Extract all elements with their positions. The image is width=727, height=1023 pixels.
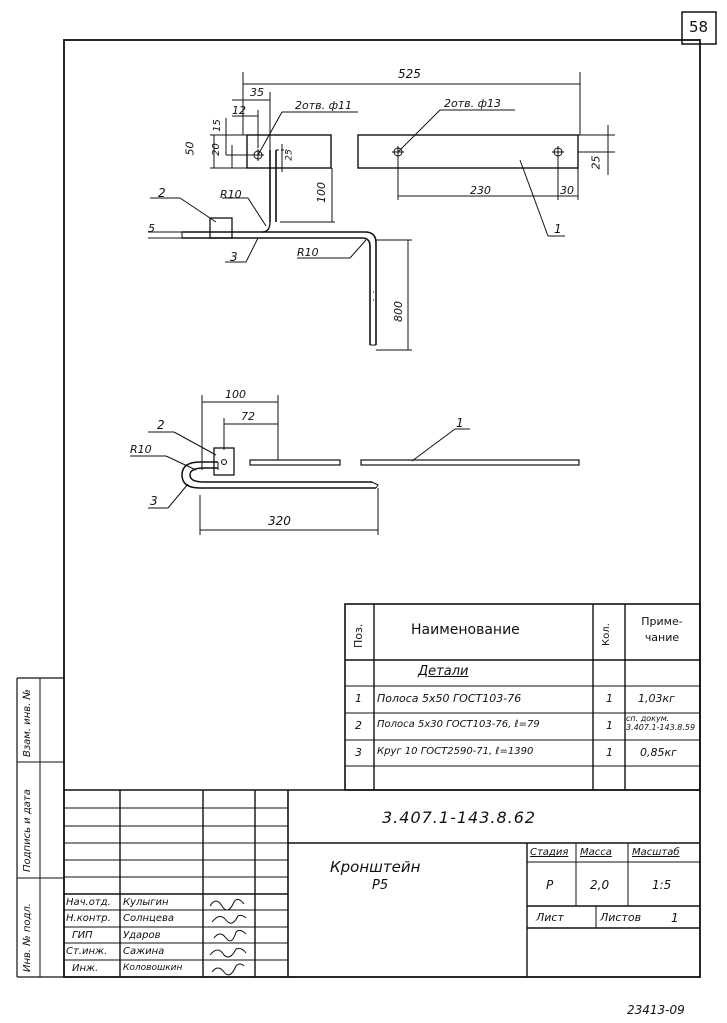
role-4: Ст.инж. (66, 946, 108, 957)
dim-overall-length: 525 (398, 67, 421, 81)
mass-value: 2,0 (590, 878, 610, 892)
stage-label: Стадия (530, 847, 569, 858)
name-4: Сажина (123, 946, 165, 957)
drawing-title-code: Р5 (372, 878, 389, 893)
role-2: Н.контр. (66, 913, 111, 924)
sheets-value: 1 (671, 911, 679, 925)
spec-row-3-qty: 1 (606, 746, 613, 759)
stage-value: Р (546, 878, 554, 892)
mass-label: Масса (580, 847, 612, 858)
spec-row-2-name: Полоса 5х30 ГОСТ103-76, ℓ=79 (377, 719, 540, 730)
radius-label-bend: R10 (297, 246, 319, 259)
hole-label-11: 2отв. ф11 (295, 99, 353, 112)
spec-row-1-qty: 1 (606, 692, 613, 705)
spec-row-1-name: Полоса 5х50 ГОСТ103-76 (377, 692, 522, 705)
title-block-lines (64, 789, 700, 977)
position-label-1-plan: 1 (456, 416, 464, 430)
spec-row-2-note: сп. докум. 3.407.1-143.8.59 (626, 714, 696, 732)
spec-row-2-pos: 2 (355, 719, 362, 732)
role-1: Нач.отд. (66, 897, 111, 908)
side-label-inv-orig: Инв. № подл. (22, 903, 33, 972)
position-label-3: 3 (230, 250, 238, 264)
dim-35: 35 (250, 86, 264, 99)
spec-header-qty: Кол. (601, 623, 612, 646)
spec-section-title: Детали (418, 664, 469, 679)
spec-header-pos: Поз. (352, 623, 365, 648)
name-5: Коловошкин (123, 963, 183, 973)
dim-50: 50 (183, 141, 197, 156)
position-label-3-plan: 3 (150, 494, 158, 508)
dim-72: 72 (241, 410, 255, 423)
spec-row-1-pos: 1 (355, 692, 362, 705)
sheet-number-box (681, 11, 717, 45)
role-3: ГИП (72, 930, 93, 941)
role-5: Инж. (72, 963, 99, 974)
spec-row-3-note: 0,85кг (640, 746, 677, 759)
scale-label: Масштаб (632, 847, 680, 858)
spec-header-name: Наименование (411, 622, 520, 638)
hole-label-13: 2отв. ф13 (444, 97, 502, 110)
scale-value: 1:5 (652, 878, 672, 892)
radius-label-plate: R10 (220, 188, 242, 201)
side-label-sign-date: Подпись и дата (22, 789, 33, 872)
position-label-2-plan: 2 (157, 418, 165, 432)
spec-row-1-note: 1,03кг (638, 692, 675, 705)
signatures (209, 898, 247, 976)
spec-row-2-qty: 1 (606, 719, 613, 732)
bottom-view-geometry (130, 395, 580, 535)
dim-25-right: 25 (589, 155, 603, 170)
dim-30: 30 (560, 184, 574, 197)
name-2: Солнцева (123, 913, 175, 924)
side-label-inv-instead: Взам. инв. № (22, 689, 33, 757)
dim-12: 12 (232, 104, 246, 117)
dim-100-vertical: 100 (315, 182, 328, 203)
top-view-geometry (148, 72, 615, 351)
spec-row-3-pos: 3 (355, 746, 362, 759)
dim-15: 15 (211, 119, 223, 132)
dim-320: 320 (268, 514, 291, 528)
main-frame (63, 39, 701, 978)
sheets-label: Листов (600, 911, 642, 924)
position-label-2: 2 (158, 186, 166, 200)
name-1: Кулыгин (123, 897, 169, 908)
spec-header-note: Приме-чание (641, 615, 683, 644)
sheet-label: Лист (536, 911, 564, 924)
spec-row-3-name: Круг 10 ГОСТ2590-71, ℓ=1390 (377, 746, 534, 757)
dim-100-plan: 100 (225, 388, 246, 401)
dim-25-rod: 25 (284, 149, 295, 161)
radius-label-plan: R10 (130, 443, 152, 456)
dim-800: 800 (392, 301, 405, 322)
footer-code: 23413-09 (627, 1003, 685, 1017)
name-3: Удаpов (123, 930, 161, 941)
dim-230: 230 (470, 184, 491, 197)
dim-5: 5 (148, 222, 155, 235)
position-label-1: 1 (554, 222, 562, 236)
dim-20: 20 (210, 143, 222, 156)
drawing-title: Кронштейн (330, 858, 421, 876)
sheet-number: 58 (689, 18, 709, 36)
document-number: 3.407.1-143.8.62 (382, 808, 537, 827)
